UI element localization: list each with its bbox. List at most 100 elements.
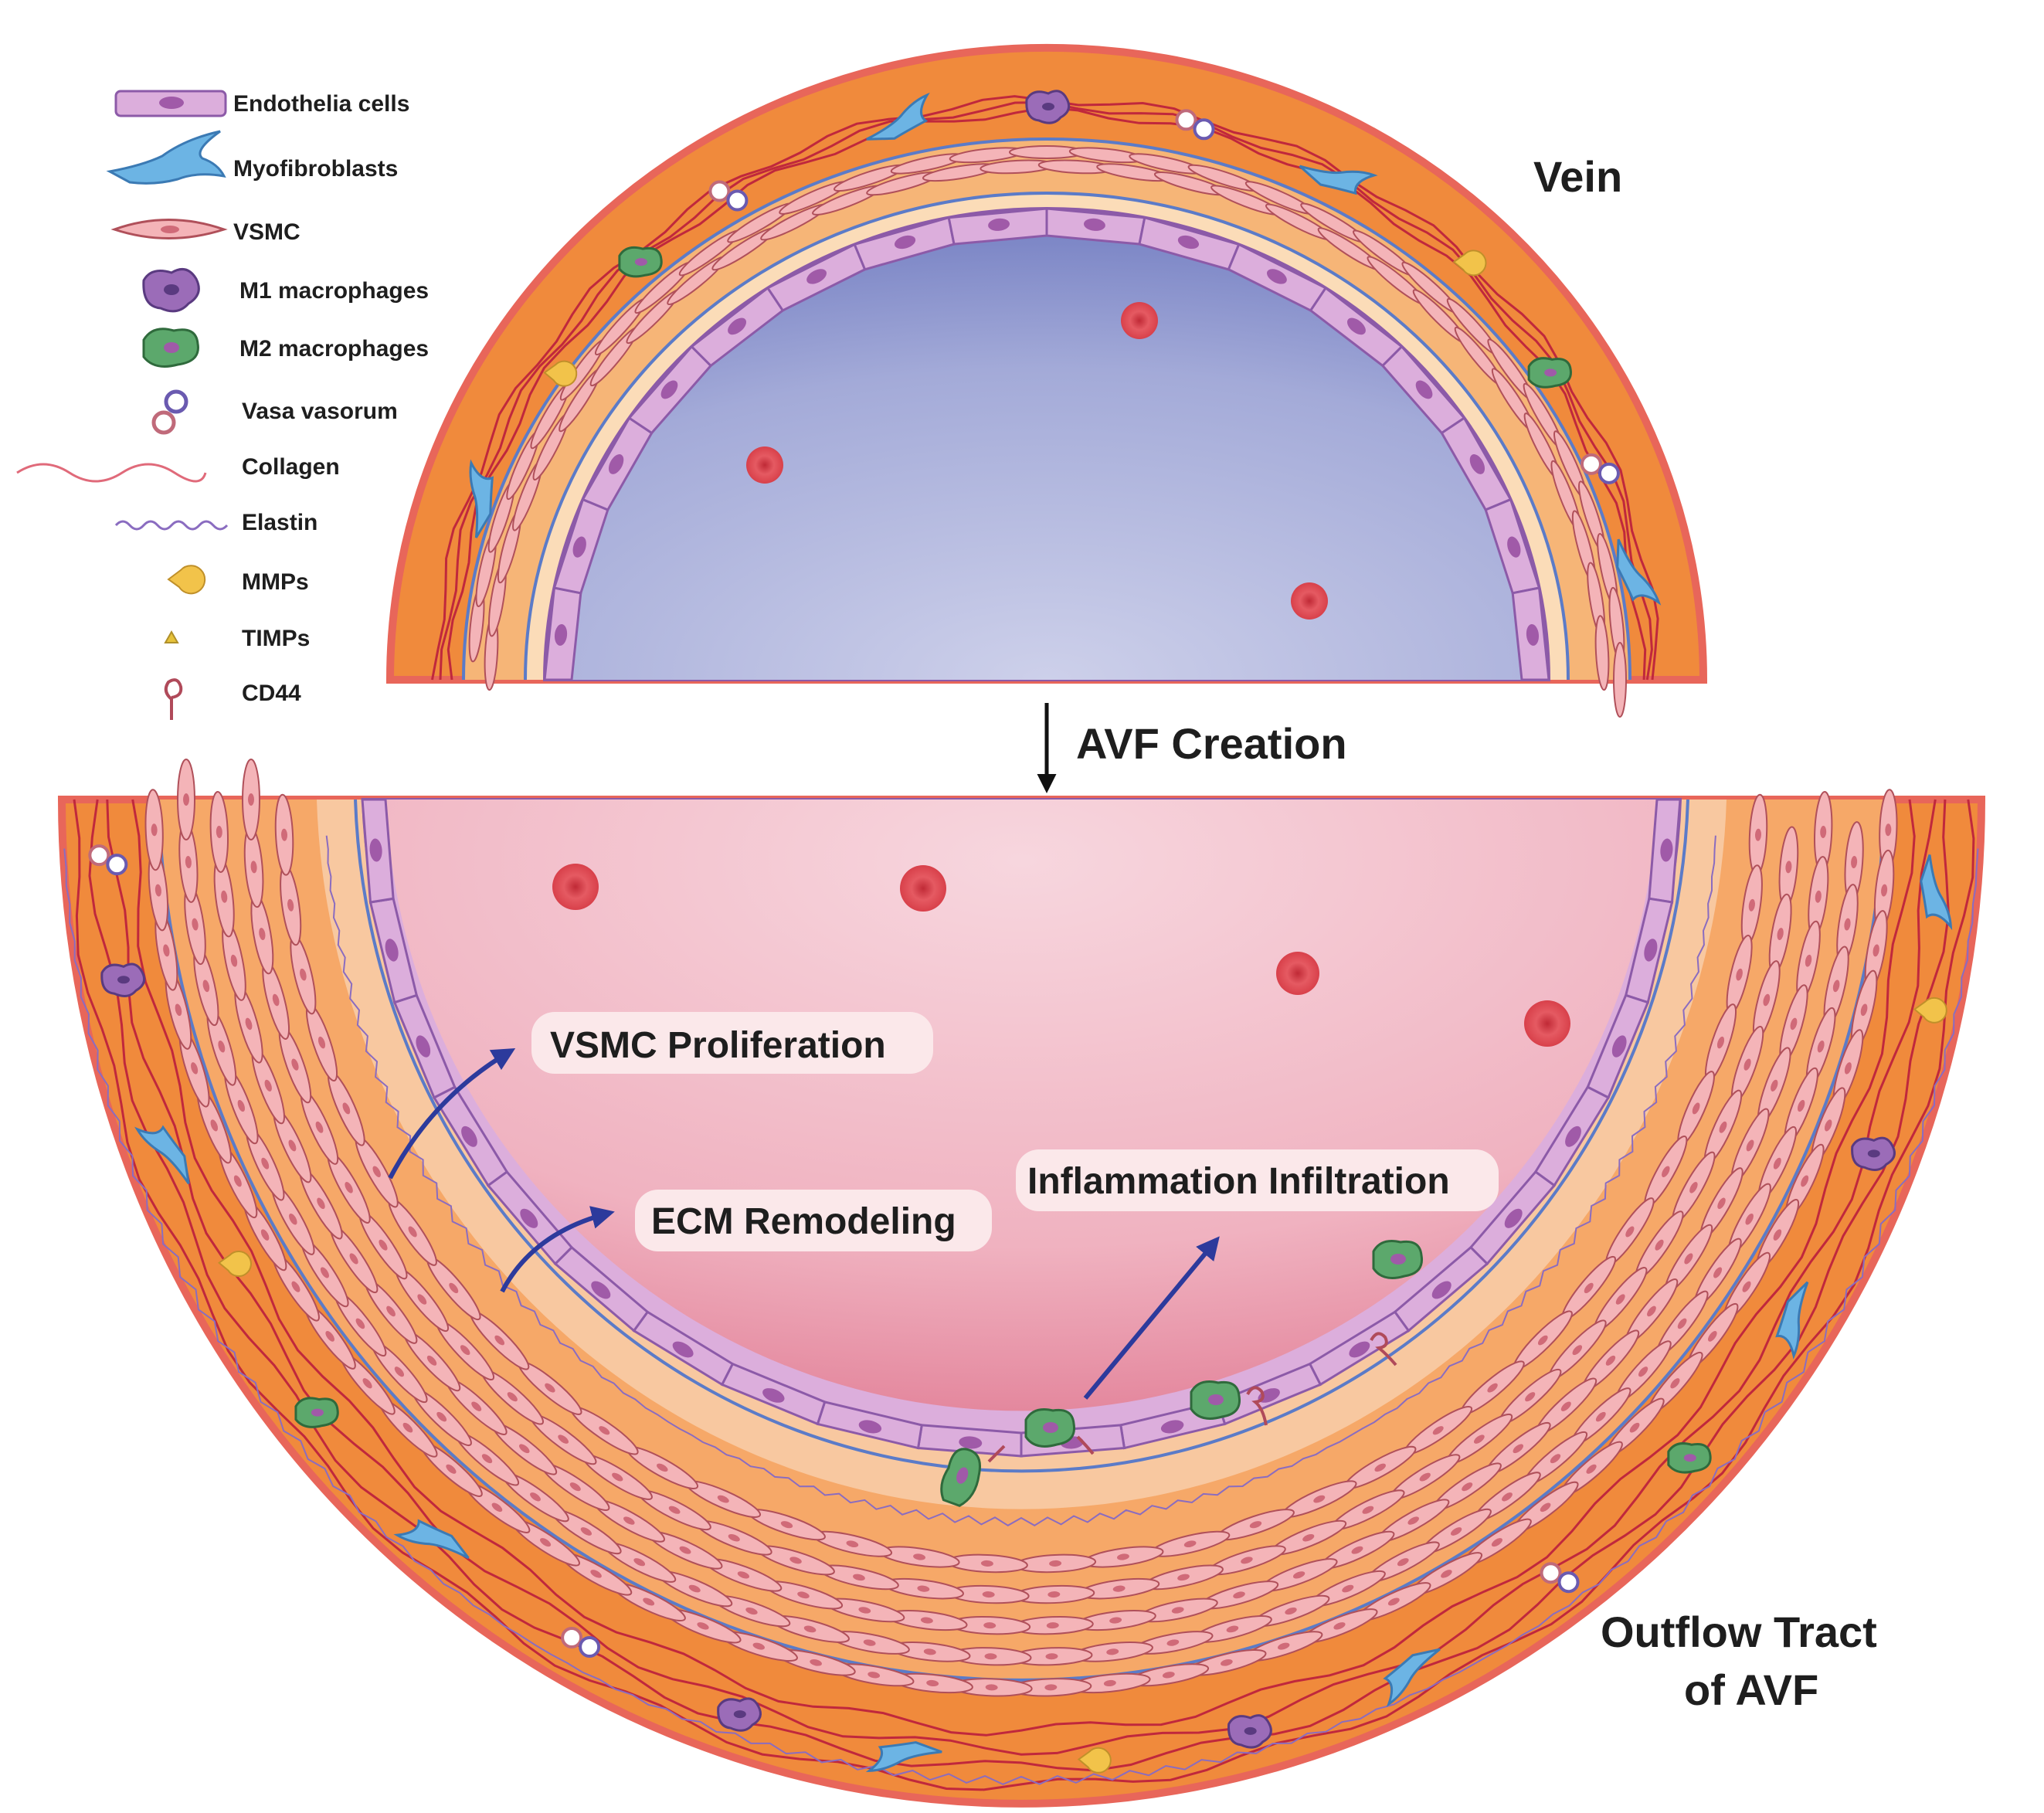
nucleus-icon — [1719, 1121, 1727, 1133]
nucleus-icon — [245, 1017, 253, 1030]
arrow-icon — [388, 1047, 516, 1180]
nucleus-icon — [248, 793, 254, 806]
vein-cross-section: Vein — [385, 43, 1708, 718]
nucleus-icon — [289, 1214, 297, 1225]
nucleus-icon — [471, 1401, 482, 1411]
nucleus-icon — [1744, 1058, 1751, 1071]
nucleus-icon — [1785, 861, 1792, 874]
cd44-icon — [1370, 1332, 1397, 1367]
nucleus-icon — [660, 380, 678, 399]
nucleus-icon — [1746, 1139, 1754, 1152]
nucleus-icon — [1387, 1597, 1400, 1606]
nucleus-icon — [1540, 1502, 1551, 1513]
nucleus-icon — [386, 1305, 396, 1317]
elastin-icon — [325, 835, 1716, 1526]
nucleus-icon — [853, 1574, 865, 1581]
m2-macrophage-icon — [1024, 1408, 1076, 1448]
nucleus-icon — [697, 1622, 709, 1630]
nucleus-icon — [1166, 1639, 1180, 1646]
nucleus-icon — [1713, 1267, 1723, 1278]
nucleus-icon — [1526, 624, 1540, 646]
vein-title: Vein — [1533, 152, 1622, 201]
m1-macrophage-icon — [1227, 1714, 1272, 1749]
nucleus-icon — [1801, 1175, 1809, 1187]
outflow-external-lamina — [157, 799, 1886, 1682]
nucleus-icon — [540, 1538, 552, 1547]
myofibroblast-icon — [1920, 854, 1953, 931]
nucleus-icon — [185, 856, 192, 869]
mmp-icon — [1913, 996, 1947, 1024]
vasa-vasorum-icon — [561, 1627, 601, 1659]
vein-endothelial-cells — [543, 207, 1550, 681]
nucleus-icon — [151, 823, 158, 837]
nucleus-icon — [230, 954, 238, 967]
nucleus-icon — [913, 1553, 926, 1560]
nucleus-icon — [737, 1571, 750, 1579]
nucleus-icon — [1820, 826, 1827, 839]
nucleus-icon — [1351, 1546, 1363, 1554]
myofibroblast-icon — [134, 1125, 190, 1185]
nucleus-icon — [291, 1281, 300, 1292]
m2-macrophage-icon — [618, 246, 663, 278]
nucleus-icon — [1342, 1584, 1354, 1593]
nucleus-icon — [1346, 317, 1366, 335]
legend-label-cd44: CD44 — [242, 681, 301, 706]
nucleus-icon — [980, 1560, 993, 1567]
nucleus-icon — [752, 1642, 765, 1650]
nucleus-icon — [1103, 1679, 1116, 1687]
nucleus-icon — [959, 1436, 983, 1449]
nucleus-icon — [221, 890, 228, 903]
nucleus-icon — [1605, 1355, 1616, 1366]
nucleus-icon — [1504, 1208, 1523, 1228]
nucleus-icon — [858, 1420, 882, 1434]
nucleus-icon — [1045, 1653, 1058, 1660]
nucleus-icon — [1565, 1125, 1581, 1147]
arrow-icon — [500, 1206, 615, 1293]
nucleus-icon — [449, 1282, 459, 1294]
nucleus-icon — [1717, 1197, 1726, 1210]
m2-macrophage-icon — [1667, 1442, 1712, 1474]
nucleus-icon — [1797, 1099, 1805, 1112]
rbc-icon — [1276, 952, 1319, 995]
nucleus-icon — [1677, 1318, 1687, 1329]
nucleus-icon — [1397, 1558, 1409, 1567]
nucleus-icon — [806, 269, 827, 284]
outflow-title-line2: of AVF — [1684, 1665, 1818, 1714]
nucleus-icon — [372, 1166, 381, 1177]
nucleus-icon — [530, 1492, 541, 1502]
nucleus-icon — [762, 1388, 785, 1403]
vasa-vasorum-icon — [1580, 453, 1620, 484]
nucleus-icon — [846, 1540, 859, 1548]
nucleus-icon — [1885, 823, 1892, 837]
nucleus-icon — [1044, 1684, 1058, 1691]
nucleus-icon — [300, 968, 307, 981]
nucleus-icon — [1692, 1102, 1700, 1115]
nucleus-icon — [554, 624, 568, 646]
mmp-icon — [167, 565, 206, 595]
vein-vsmc-layer — [468, 145, 1627, 718]
vein-elastic-lamina-inner — [524, 192, 1570, 681]
nucleus-icon — [657, 1463, 668, 1472]
nucleus-icon — [985, 1684, 998, 1691]
nucleus-icon — [643, 1597, 655, 1606]
nucleus-icon — [1267, 269, 1287, 284]
nucleus-icon — [1106, 1648, 1119, 1655]
nucleus-icon — [1162, 1672, 1175, 1679]
outflow-endothelial-cells — [361, 798, 1682, 1458]
nucleus-icon — [1647, 1305, 1656, 1317]
nucleus-icon — [1525, 1392, 1536, 1402]
nucleus-icon — [983, 1622, 997, 1629]
vsmc-icon — [1594, 615, 1610, 691]
nucleus-icon — [923, 1648, 936, 1655]
nucleus-icon — [894, 235, 916, 250]
nucleus-icon — [233, 1175, 242, 1187]
nucleus-icon — [1362, 1506, 1374, 1514]
nucleus-icon — [1109, 1617, 1122, 1624]
nucleus-icon — [1292, 1571, 1306, 1579]
myofibroblast-icon — [1775, 1281, 1809, 1360]
nucleus-icon — [672, 1341, 694, 1358]
elastin-icon — [63, 848, 1979, 1785]
vasa-vasorum-icon — [708, 180, 749, 212]
nucleus-icon — [1285, 1607, 1297, 1615]
nucleus-icon — [612, 1472, 623, 1482]
